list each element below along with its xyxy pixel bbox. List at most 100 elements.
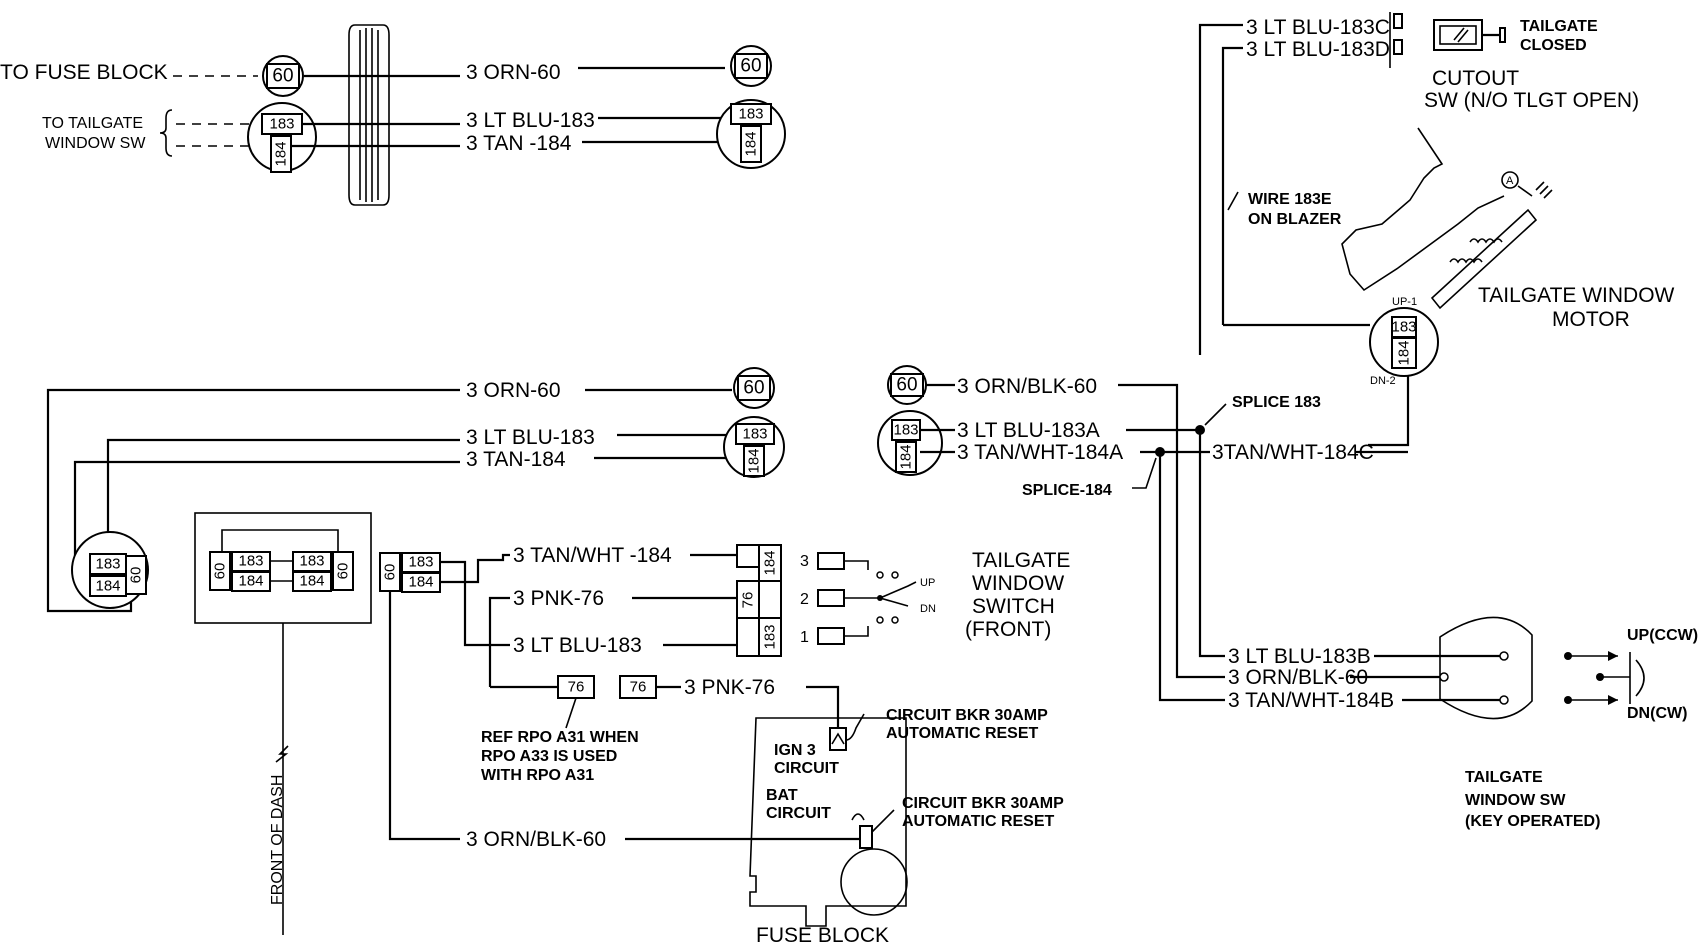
motor-up-1: UP-1 xyxy=(1392,296,1417,308)
front-of-dash-label: FRONT OF DASH xyxy=(269,775,286,905)
wire-label-ornblk60-b: 3 ORN/BLK-60 xyxy=(1228,666,1368,689)
connector-60-mid-box xyxy=(737,375,771,401)
connector-label: 183 xyxy=(238,553,263,570)
connector-label: 183 xyxy=(95,556,120,573)
switch-conn-bottom xyxy=(736,617,760,657)
switch-contact xyxy=(844,560,869,570)
tailgate-closed-2: CLOSED xyxy=(1520,37,1587,54)
connector-label: 183 xyxy=(762,624,779,649)
switch-section: 60 183 184 3 TAN/WHT -184 3 LT BLU-183 3… xyxy=(379,544,1070,851)
connector-label: 183 xyxy=(408,554,433,571)
wire xyxy=(1198,23,1243,355)
connector-label: 184 xyxy=(743,131,760,156)
wire-label-orn60: 3 ORN-60 xyxy=(466,379,561,402)
key-switch-label-2: WINDOW SW xyxy=(1465,792,1566,809)
wire-label-ltblu183: 3 LT BLU-183 xyxy=(466,109,595,132)
wire xyxy=(106,438,460,555)
wire xyxy=(1158,452,1225,702)
wire183e-label-2: ON BLAZER xyxy=(1248,211,1342,228)
key-switch-body xyxy=(1439,616,1533,720)
wire-label-tanwht184c: 3TAN/WHT-184C xyxy=(1212,441,1374,464)
wire-label-ltblu183d: 3 LT BLU-183D xyxy=(1246,38,1390,61)
wire-label-ltblu183a: 3 LT BLU-183A xyxy=(957,419,1100,442)
switch-terminal xyxy=(817,552,845,570)
connector-184-box xyxy=(740,125,762,163)
motor-dn-2: DN-2 xyxy=(1370,375,1396,387)
top-section: TO FUSE BLOCK TO TAILGATE WINDOW SW 60 1… xyxy=(0,24,786,206)
to-tailgate-label-2: WINDOW SW xyxy=(45,135,146,152)
connector-label: 76 xyxy=(568,679,585,696)
connector-label: 76 xyxy=(740,592,757,609)
switch-contact-point xyxy=(891,616,899,624)
jumper-wire xyxy=(221,529,339,562)
key-switch-label-1: TAILGATE xyxy=(1465,769,1543,786)
wire xyxy=(388,591,460,841)
ks-arrow xyxy=(1608,651,1618,661)
wire-label-pnk76: 3 PNK-76 xyxy=(513,587,604,610)
connector-label: 184 xyxy=(408,574,433,591)
key-switch-terminal xyxy=(1499,695,1509,705)
cutout-terminal xyxy=(1393,39,1403,55)
connector-label: 184 xyxy=(746,448,763,473)
connector-label: 183 xyxy=(738,106,763,123)
wire xyxy=(440,553,510,584)
connector-label: 60 xyxy=(212,563,229,580)
wire-label-pnk76-b: 3 PNK-76 xyxy=(684,676,775,699)
to-tailgate-label-1: TO TAILGATE xyxy=(42,115,143,132)
wire-label-tanwht184a: 3 TAN/WHT-184A xyxy=(957,441,1123,464)
cb2-label-2: AUTOMATIC RESET xyxy=(902,813,1055,830)
wire-183e-tick xyxy=(1227,191,1239,211)
right-section: 3 LT BLU-183C 3 LT BLU-183D TAILGATE CLO… xyxy=(877,12,1698,830)
connector-label: 60 xyxy=(128,567,145,584)
cb1-label-2: AUTOMATIC RESET xyxy=(886,725,1039,742)
ks-arc xyxy=(1635,659,1645,697)
connector-60-left-box xyxy=(266,63,300,89)
wire-label-tan184: 3 TAN-184 xyxy=(466,448,566,471)
connector-label: 183 xyxy=(742,426,767,443)
switch-terminal xyxy=(817,589,845,607)
middle-section: 3 ORN-60 3 LT BLU-183 3 TAN-184 60 183 1… xyxy=(46,367,785,935)
wire-label-ornblk60: 3 ORN/BLK-60 xyxy=(957,375,1097,398)
switch-terminal xyxy=(817,627,845,645)
switch-dn-label: DN xyxy=(920,603,936,615)
tailgate-switch-label-4: (FRONT) xyxy=(965,618,1051,641)
wire xyxy=(440,560,510,647)
switch-pos-1: 1 xyxy=(800,629,809,646)
switch-contact-point xyxy=(891,571,899,579)
wire xyxy=(1198,430,1225,658)
connector-label: 184 xyxy=(1396,340,1413,365)
switch-conn-mid xyxy=(758,580,782,619)
switch-lever xyxy=(879,597,909,607)
fuse-block-grommet xyxy=(840,848,908,916)
ks-arrow xyxy=(1608,695,1618,705)
cutout-switch-glyph xyxy=(1453,27,1469,43)
plunger-tip xyxy=(1499,27,1506,43)
switch-contact-point xyxy=(876,616,884,624)
cb1-label-1: CIRCUIT BKR 30AMP xyxy=(886,707,1048,724)
connector-183-box xyxy=(735,423,775,445)
ign3-label-1: IGN 3 xyxy=(774,742,816,759)
connector-60-box xyxy=(125,555,147,595)
connector-184-box xyxy=(743,445,765,477)
connector-184-box xyxy=(1391,337,1417,369)
wire183e-label-1: WIRE 183E xyxy=(1248,191,1332,208)
wire-label-ltblu183c: 3 LT BLU-183C xyxy=(1246,16,1390,39)
cutout-label-1: CUTOUT xyxy=(1432,67,1519,90)
splice-184-leader xyxy=(1132,457,1157,489)
connector-label: 183 xyxy=(1391,319,1416,336)
motor-label-2: MOTOR xyxy=(1552,308,1630,331)
switch-conn-top xyxy=(736,544,760,568)
wire-label-tanwht184b: 3 TAN/WHT-184B xyxy=(1228,689,1394,712)
breaker-symbol xyxy=(831,732,845,745)
key-switch-label-3: (KEY OPERATED) xyxy=(1465,813,1600,830)
bat-label-1: BAT xyxy=(766,787,798,804)
ign3-label-2: CIRCUIT xyxy=(774,760,839,777)
dash-arrow xyxy=(275,745,289,763)
cutout-switch-inner xyxy=(1439,25,1477,45)
connector-60-box xyxy=(332,551,354,591)
wire-label-ltblu183: 3 LT BLU-183 xyxy=(513,634,642,657)
connector-60-right-box xyxy=(734,53,768,79)
connector-label: 60 xyxy=(382,564,399,581)
splice-183-leader xyxy=(1204,403,1227,426)
